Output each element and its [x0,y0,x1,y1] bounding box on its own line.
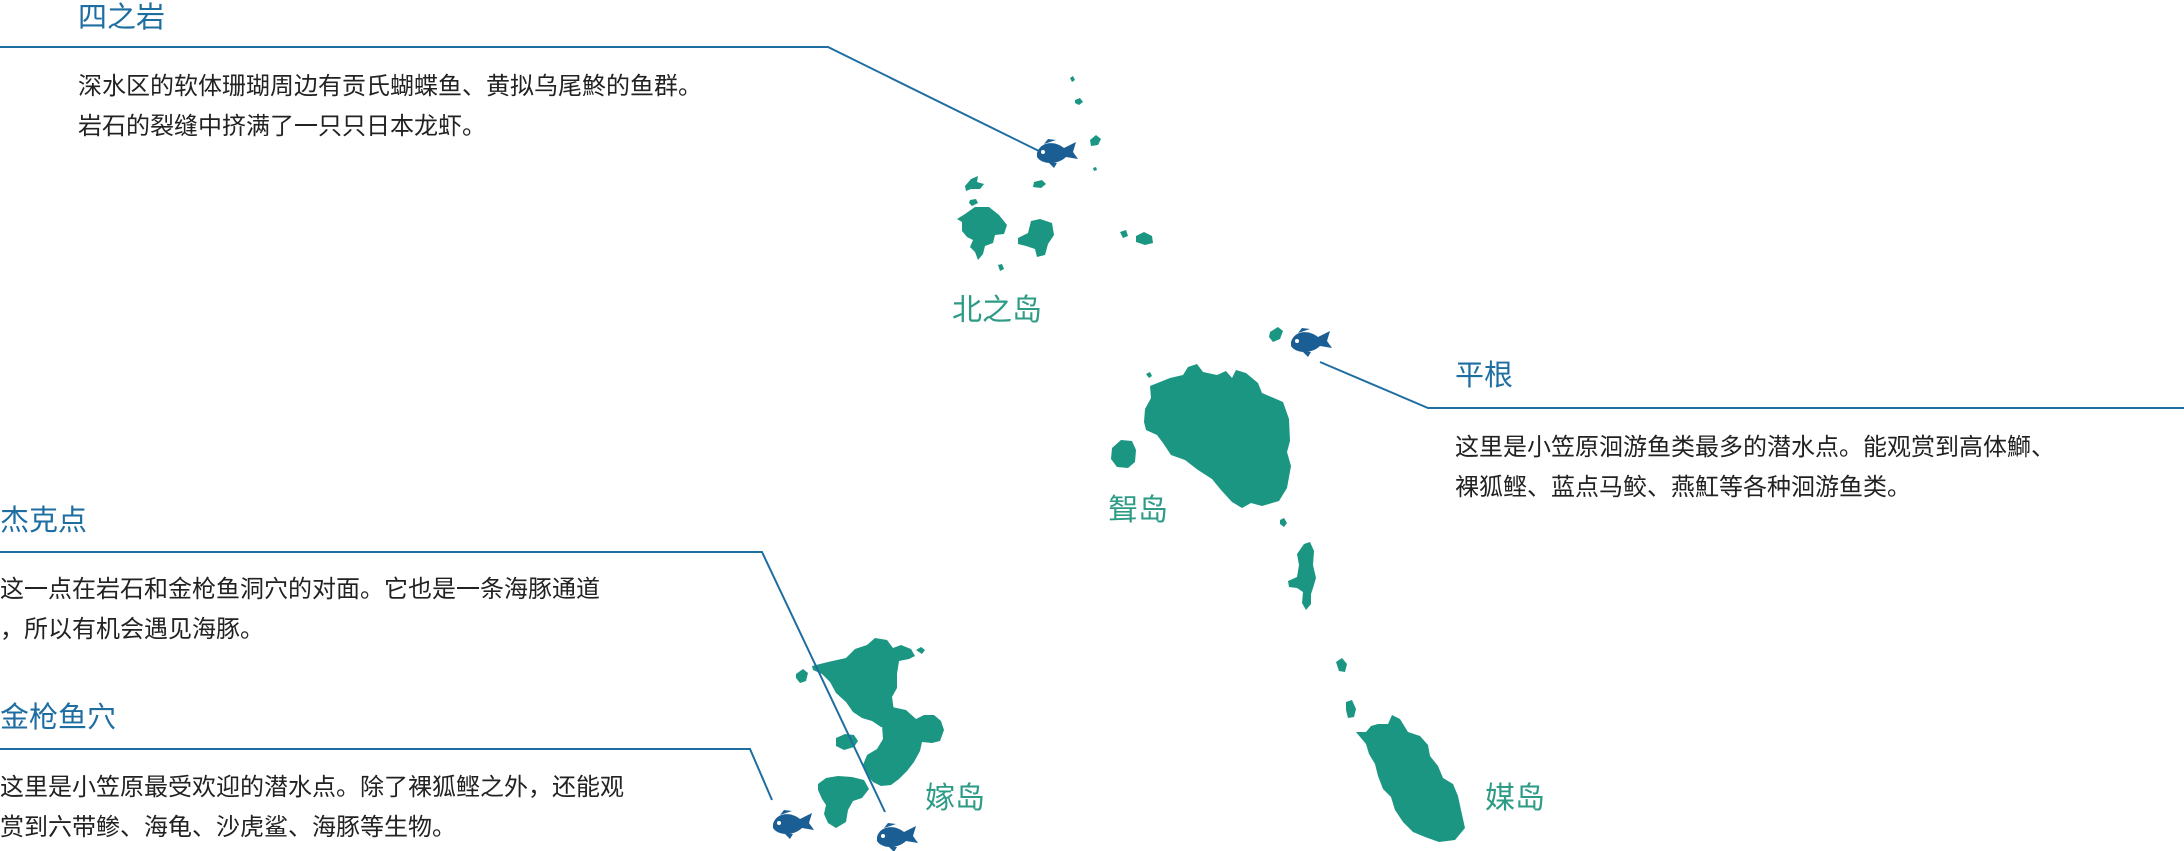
dive-site-jack-point: 杰克点 这一点在岩石和金枪鱼洞穴的对面。它也是一条海豚通道 ，所以有机会遇见海豚… [0,503,600,643]
leader-line-yonnoiwa [0,46,1044,154]
dive-site-tuna-cave: 金枪鱼穴 这里是小笠原最受欢迎的潜水点。除了裸狐鲣之外，还能观 赏到六带鲹、海龟… [0,700,624,841]
fish-icon [877,823,918,851]
fish-icon [1291,328,1332,357]
dive-site-description-line: 这一点在岩石和金枪鱼洞穴的对面。它也是一条海豚通道 [0,575,600,603]
leader-line-tuna-cave [0,748,773,801]
dive-site-description-line: 裸狐鲣、蓝点马鲛、燕魟等各种洄游鱼类。 [1455,473,1911,501]
dive-site-description-line: 深水区的软体珊瑚周边有贡氏蝴蝶鱼、黄拟乌尾鮗的鱼群。 [78,72,702,100]
island-label-yomejima: 嫁岛 [925,781,985,816]
leader-line-hirane [1319,361,2184,409]
dive-site-description-line: 这里是小笠原洄游鱼类最多的潜水点。能观赏到高体鰤、 [1455,433,2055,461]
dive-site-yonnoiwa: 四之岩 深水区的软体珊瑚周边有贡氏蝴蝶鱼、黄拟乌尾鮗的鱼群。 岩石的裂缝中挤满了… [78,0,702,140]
dive-site-description-line: 这里是小笠原最受欢迎的潜水点。除了裸狐鲣之外，还能观 [0,773,624,801]
yomejima-island-group [796,638,944,828]
dive-site-hirane: 平根 这里是小笠原洄游鱼类最多的潜水点。能观赏到高体鰤、 裸狐鲣、蓝点马鲛、燕魟… [1455,358,2055,501]
fish-icon [1037,139,1078,168]
fish-icon [773,810,814,839]
leader-lines [0,46,2184,813]
dive-site-title: 平根 [1455,358,1513,392]
fish-icons [773,139,1332,851]
islands-layer [796,76,1465,842]
nakodojima-island-group [1336,658,1465,842]
island-labels: 北之岛 聟岛 嫁岛 媒岛 [925,293,1545,816]
dive-site-description-line: 赏到六带鲹、海龟、沙虎鲨、海豚等生物。 [0,813,456,841]
dive-site-description-line: ，所以有机会遇见海豚。 [0,615,264,643]
leader-line-jack-point [0,551,886,813]
island-label-kitanoshima: 北之岛 [952,293,1042,328]
dive-site-description-line: 岩石的裂缝中挤满了一只只日本龙虾。 [78,112,486,140]
dive-site-title: 杰克点 [0,503,87,537]
dive-site-title: 四之岩 [78,0,165,34]
island-label-nakodojima: 媒岛 [1485,781,1545,816]
kitanoshima-island-group [957,76,1153,271]
island-label-mukojima: 聟岛 [1108,493,1168,528]
mukojima-island-group [1111,327,1316,610]
dive-site-title: 金枪鱼穴 [0,700,116,734]
